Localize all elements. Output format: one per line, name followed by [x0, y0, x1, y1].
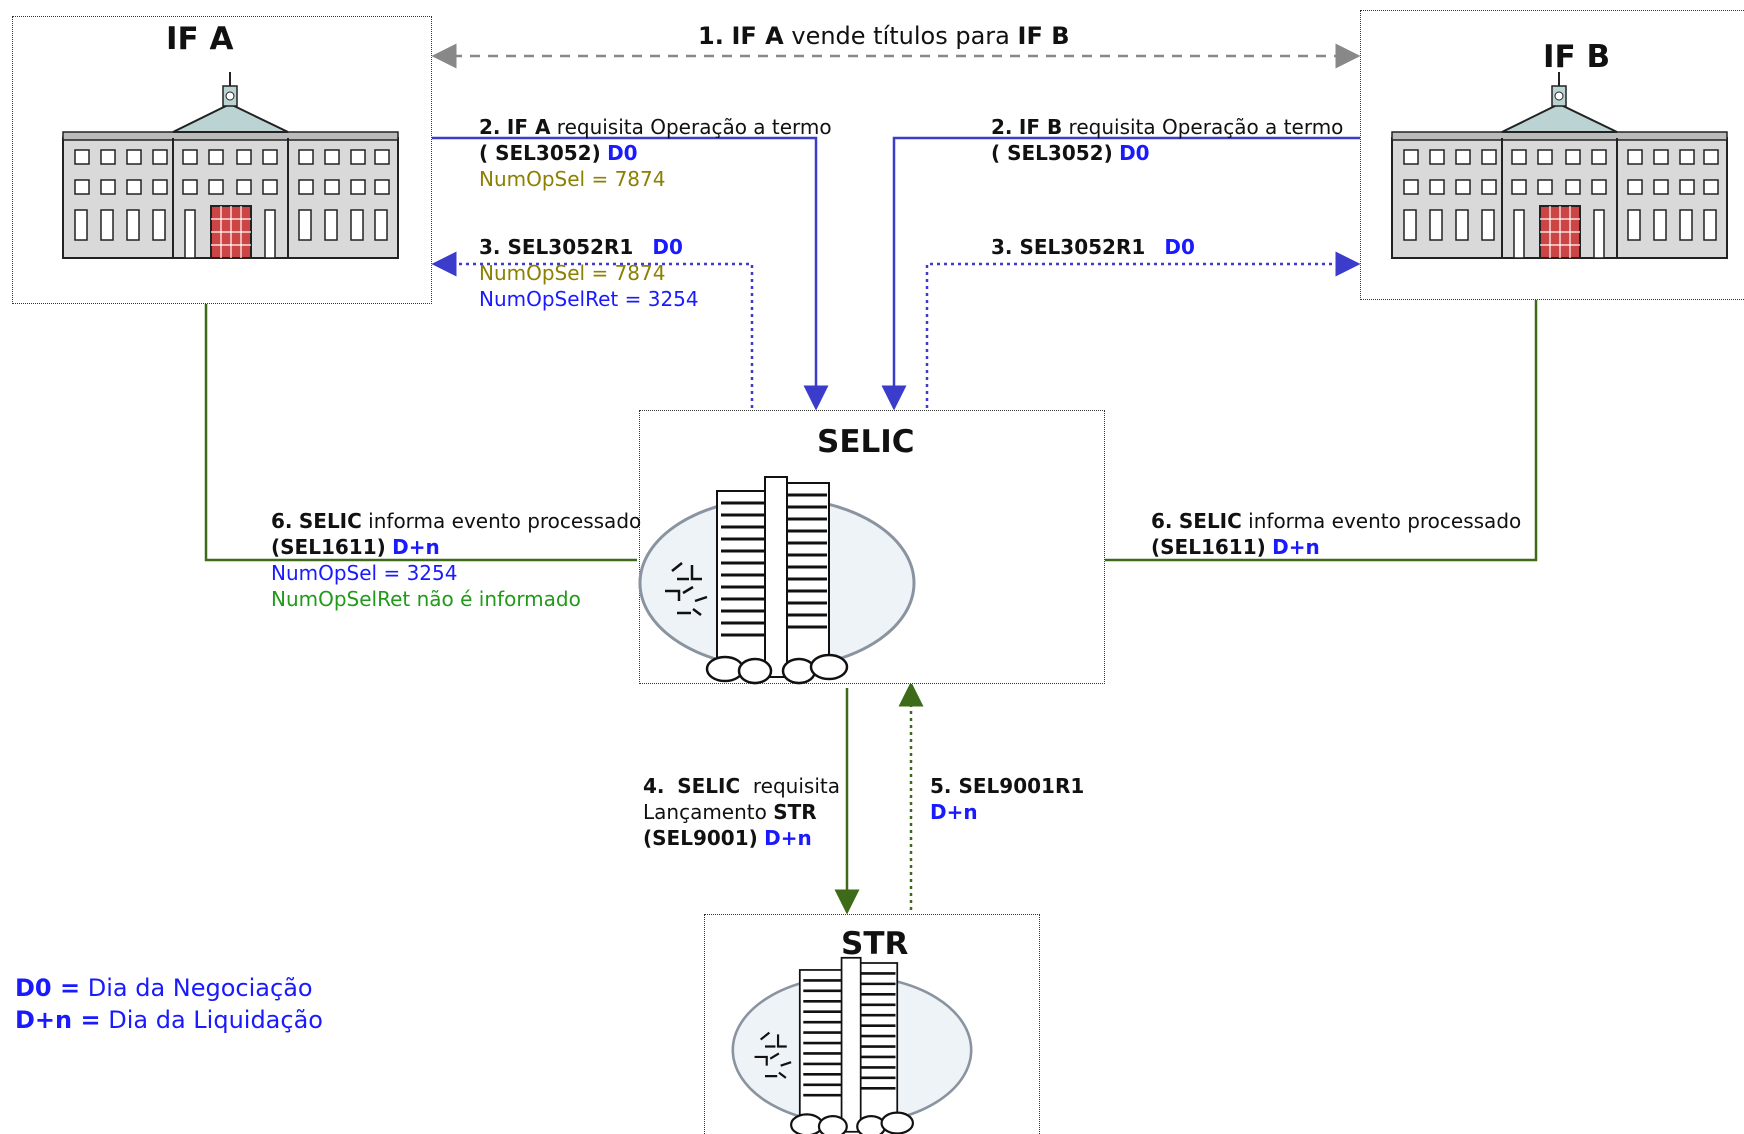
- if-b-box: IF B: [1360, 10, 1744, 300]
- step-4-line2: Lançamento: [643, 800, 767, 824]
- step-2a-text: requisita Operação a termo: [556, 115, 832, 139]
- arrow-step-6-if-a: [193, 271, 637, 562]
- step-2a-num: 2.: [479, 115, 501, 139]
- step-6a-extra2: NumOpSelRet não é informado: [271, 587, 581, 611]
- step-1-from: IF A: [731, 22, 784, 50]
- step-3a-extra1: NumOpSel = 7874: [479, 261, 666, 285]
- step-6a-text: informa evento processado: [368, 509, 642, 533]
- step-1-text: vende títulos para: [791, 22, 1010, 50]
- step-6b-text: informa evento processado: [1248, 509, 1522, 533]
- step-4-target: STR: [773, 800, 817, 824]
- step-2b-day: D0: [1119, 141, 1150, 165]
- step-4-msg: (SEL9001): [643, 826, 758, 850]
- step-4-num: 4.: [643, 774, 665, 798]
- step-6a-num: 6.: [271, 509, 293, 533]
- step-2b-num: 2.: [991, 115, 1013, 139]
- step-4-label: 4. SELIC requisita Lançamento STR (SEL90…: [643, 773, 840, 851]
- step-3-if-b-label: 3. SEL3052R1 D0: [991, 234, 1195, 260]
- legend-d0-text: Dia da Negociação: [87, 974, 313, 1002]
- str-title: STR: [841, 926, 909, 962]
- step-6b-actor: SELIC: [1178, 509, 1242, 533]
- step-6a-msg: (SEL1611): [271, 535, 386, 559]
- step-2-if-b-label: 2. IF B requisita Operação a termo ( SEL…: [991, 114, 1343, 166]
- step-6a-day: D+n: [392, 535, 440, 559]
- step-4-text: requisita: [752, 774, 840, 798]
- arrow-step-2-if-b: [881, 136, 1360, 411]
- step-5-day: D+n: [930, 800, 978, 824]
- legend-dn-text: Dia da Liquidação: [108, 1006, 323, 1034]
- arrow-step-3-if-b: [925, 251, 1361, 408]
- step-3a-extra2: NumOpSelRet = 3254: [479, 287, 699, 311]
- if-a-title: IF A: [166, 21, 234, 57]
- step-6-if-b-label: 6. SELIC informa evento processado (SEL1…: [1151, 508, 1521, 560]
- step-4-day: D+n: [764, 826, 812, 850]
- step-5-msg: 5. SEL9001R1: [930, 774, 1085, 798]
- step-6b-msg: (SEL1611): [1151, 535, 1266, 559]
- step-5-label: 5. SEL9001R1 D+n: [930, 773, 1084, 825]
- step-3a-msg: 3. SEL3052R1: [479, 235, 634, 259]
- step-6-if-a-label: 6. SELIC informa evento processado (SEL1…: [271, 508, 641, 612]
- step-2a-extra: NumOpSel = 7874: [479, 167, 666, 191]
- selic-box: SELIC: [639, 410, 1105, 684]
- legend-dn-key: D+n =: [15, 1006, 101, 1034]
- step-2a-actor: IF A: [506, 115, 551, 139]
- step-1-label: 1. IF A vende títulos para IF B: [698, 20, 1070, 52]
- step-2b-msg: ( SEL3052): [991, 141, 1113, 165]
- step-6b-num: 6.: [1151, 509, 1173, 533]
- step-2b-actor: IF B: [1018, 115, 1063, 139]
- step-2a-msg: ( SEL3052): [479, 141, 601, 165]
- legend-d0-key: D0 =: [15, 974, 81, 1002]
- step-6a-extra1: NumOpSel = 3254: [271, 561, 458, 585]
- if-a-box: IF A: [12, 16, 432, 304]
- step-6b-day: D+n: [1272, 535, 1320, 559]
- step-4-actor: SELIC: [677, 774, 741, 798]
- legend: D0 = Dia da Negociação D+n = Dia da Liqu…: [15, 972, 323, 1036]
- selic-title: SELIC: [817, 424, 915, 460]
- step-2-if-a-label: 2. IF A requisita Operação a termo ( SEL…: [479, 114, 832, 192]
- step-6a-actor: SELIC: [298, 509, 362, 533]
- if-b-title: IF B: [1543, 39, 1611, 75]
- step-3b-msg: 3. SEL3052R1: [991, 235, 1146, 259]
- str-icon-layer: [731, 956, 973, 1134]
- step-1-num: 1.: [698, 22, 724, 50]
- arrow-step-6-if-b: [1104, 271, 1549, 562]
- step-2a-day: D0: [607, 141, 638, 165]
- step-1-to: IF B: [1017, 22, 1070, 50]
- step-2b-text: requisita Operação a termo: [1068, 115, 1344, 139]
- arrow-step-2-if-a: [432, 136, 829, 411]
- step-3a-day: D0: [652, 235, 683, 259]
- step-3-if-a-label: 3. SEL3052R1 D0 NumOpSel = 7874 NumOpSel…: [479, 234, 699, 312]
- step-3b-day: D0: [1164, 235, 1195, 259]
